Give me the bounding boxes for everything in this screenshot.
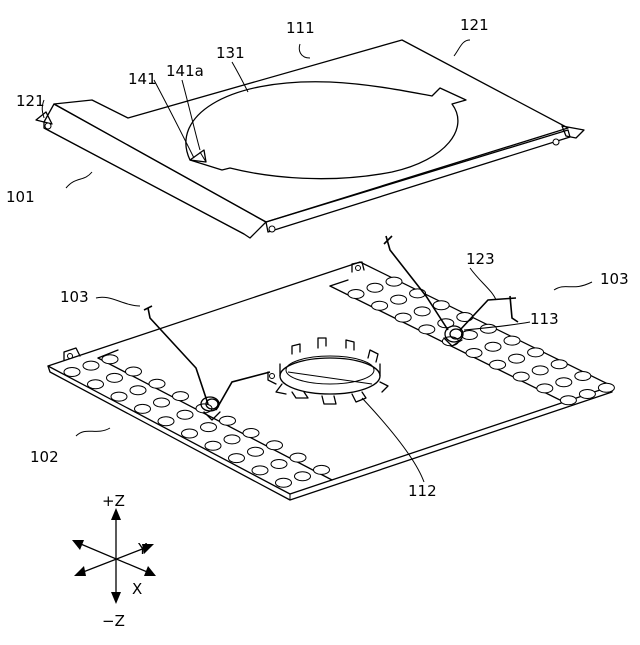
perforation-hole	[395, 313, 411, 322]
perforation-hole	[598, 383, 614, 392]
ref-112: 112	[408, 482, 437, 500]
ref-141: 141	[128, 70, 157, 88]
ref-141a: 141a	[166, 62, 204, 80]
axis-label-x: X	[132, 580, 142, 598]
perforation-hole	[461, 331, 477, 340]
perforation-hole	[224, 435, 240, 444]
perforation-hole	[290, 453, 306, 462]
perforation-hole	[177, 410, 193, 419]
perforation-hole	[220, 416, 236, 425]
ref-131: 131	[216, 44, 245, 62]
perforation-hole	[271, 460, 287, 469]
perforation-hole	[480, 324, 496, 333]
perforation-hole	[107, 373, 123, 382]
perforation-hole	[64, 368, 80, 377]
perforation-hole	[367, 283, 383, 292]
perforation-hole	[466, 349, 482, 358]
perforation-hole	[295, 472, 311, 481]
perforation-hole	[205, 441, 221, 450]
perforation-hole	[414, 307, 430, 316]
perforation-hole	[348, 290, 364, 299]
ref-121-left: 121	[16, 92, 45, 110]
perforation-hole	[551, 360, 567, 369]
perforation-hole	[419, 325, 435, 334]
bottom-plate-102	[48, 262, 614, 500]
ref-101: 101	[6, 188, 35, 206]
perforation-hole	[509, 354, 525, 363]
ref-121-top: 121	[460, 16, 489, 34]
perforation-hole	[158, 417, 174, 426]
perforation-hole	[386, 277, 402, 286]
perforation-hole	[267, 441, 283, 450]
perforation-hole	[149, 379, 165, 388]
perforation-hole	[276, 478, 292, 487]
perforation-hole	[457, 313, 473, 322]
perforation-hole	[513, 372, 529, 381]
ref-102: 102	[30, 448, 59, 466]
perforation-hole	[314, 465, 330, 474]
axis-label-plus-z: +Z	[102, 492, 125, 510]
perforation-hole	[485, 342, 501, 351]
perforation-hole	[154, 398, 170, 407]
perforation-hole	[537, 384, 553, 393]
top-plate-101	[36, 40, 584, 238]
perforation-holes-left	[64, 355, 330, 488]
perforation-hole	[130, 386, 146, 395]
perforation-hole	[248, 447, 264, 456]
perforation-hole	[173, 392, 189, 401]
perforation-hole	[433, 301, 449, 310]
perforation-hole	[102, 355, 118, 364]
perforation-hole	[201, 423, 217, 432]
perforation-hole	[252, 466, 268, 475]
ref-113: 113	[530, 310, 559, 328]
perforation-hole	[504, 336, 520, 345]
leader-lines	[42, 40, 592, 482]
ref-103-right: 103	[600, 270, 629, 288]
perforation-hole	[83, 361, 99, 370]
perforation-hole	[490, 360, 506, 369]
center-ring-112	[276, 338, 388, 404]
perforation-hole	[579, 390, 595, 399]
perforation-hole	[88, 380, 104, 389]
perforation-hole	[135, 404, 151, 413]
perforation-hole	[575, 372, 591, 381]
perforation-hole	[528, 348, 544, 357]
perforation-hole	[560, 396, 576, 405]
perforation-hole	[229, 454, 245, 463]
perforation-hole	[182, 429, 198, 438]
perforation-hole	[243, 429, 259, 438]
axis-label-y: Y	[137, 540, 148, 558]
ref-103-left: 103	[60, 288, 89, 306]
ref-111: 111	[286, 19, 315, 37]
perforation-hole	[372, 301, 388, 310]
perforation-hole	[126, 367, 142, 376]
ref-123: 123	[466, 250, 495, 268]
perforation-hole	[111, 392, 127, 401]
perforation-hole	[532, 366, 548, 375]
perforation-hole	[556, 378, 572, 387]
perforation-hole	[391, 295, 407, 304]
axis-label-minus-z: −Z	[102, 612, 125, 630]
